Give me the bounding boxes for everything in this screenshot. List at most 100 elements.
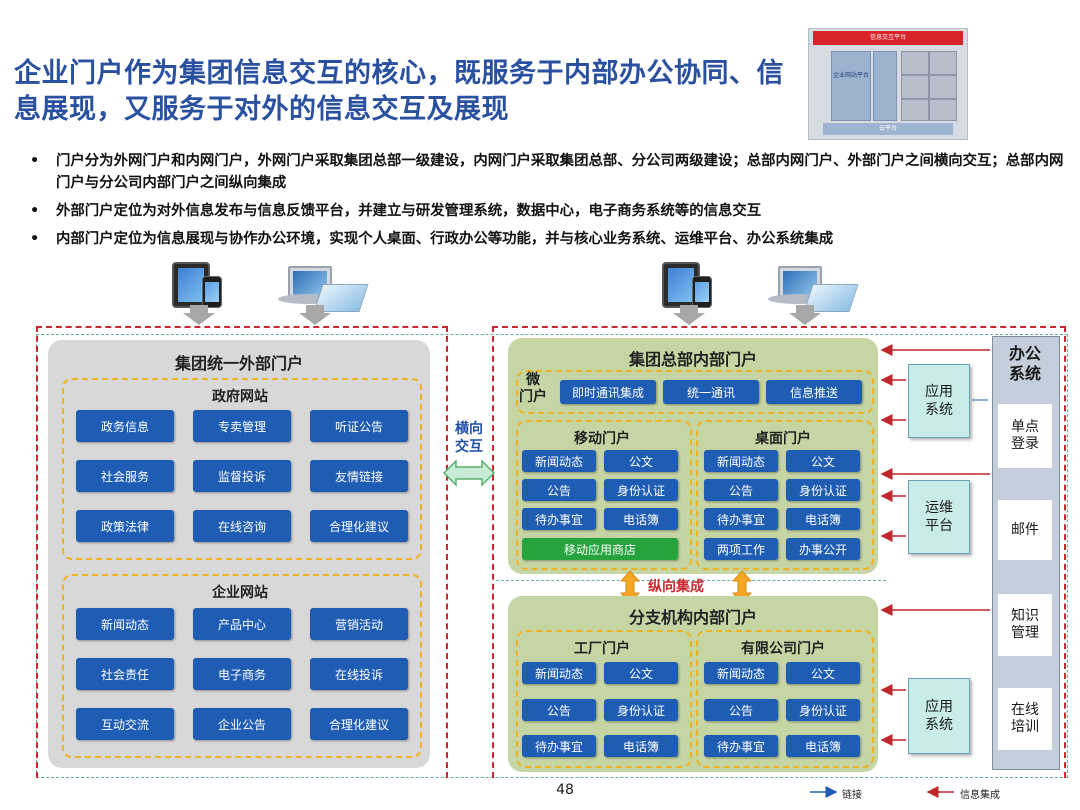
corp-site-box (62, 574, 422, 758)
mobile-item-button[interactable]: 身份认证 (604, 479, 678, 501)
desktop-item-button[interactable]: 公文 (786, 450, 860, 472)
factory-item-button[interactable]: 待办事宜 (522, 735, 596, 757)
corp-item-button[interactable]: 合理化建议 (310, 708, 408, 740)
desktop-item-button[interactable]: 新闻动态 (704, 450, 778, 472)
micro-item-button[interactable]: 即时通讯集成 (560, 380, 656, 404)
desktop-portal-title: 桌面门户 (755, 431, 811, 447)
corp-item-button[interactable]: 产品中心 (193, 608, 291, 640)
corp-item-button[interactable]: 企业公告 (193, 708, 291, 740)
gov-item-button[interactable]: 监督投诉 (193, 460, 291, 492)
app-system-box[interactable]: 应用 系统 (908, 678, 970, 754)
down-arrow-icon (190, 305, 208, 313)
bullet-list: 门户分为外网门户和内网门户，外网门户采取集团总部一级建设，内网门户采取集团总部、… (30, 150, 1070, 256)
internal-zone-frame (492, 326, 1066, 778)
gov-item-button[interactable]: 在线咨询 (193, 510, 291, 542)
company-item-button[interactable]: 公文 (786, 662, 860, 684)
micro-item-button[interactable]: 信息推送 (766, 380, 862, 404)
gov-item-button[interactable]: 政务信息 (76, 410, 174, 442)
down-arrow-icon (183, 313, 215, 325)
office-item-knowledge[interactable]: 知识 管理 (998, 594, 1052, 656)
thumbnail-top-bar: 信息交互平台 (813, 31, 963, 45)
gov-site-title: 政府网站 (212, 389, 268, 405)
office-system-title: 办公 系统 (1008, 344, 1041, 383)
gov-item-button[interactable]: 专卖管理 (193, 410, 291, 442)
horizontal-interaction-label: 横向 交互 (455, 421, 483, 455)
mobile-item-button[interactable]: 公文 (604, 450, 678, 472)
mobile-app-store-button[interactable]: 移动应用商店 (522, 538, 678, 560)
desktop-item-button[interactable]: 两项工作 (704, 538, 778, 560)
external-portal-title: 集团统一外部门户 (174, 354, 303, 373)
thumbnail-cube (901, 75, 929, 99)
company-item-button[interactable]: 新闻动态 (704, 662, 778, 684)
mobile-portal-box (516, 420, 692, 570)
corp-item-button[interactable]: 营销活动 (310, 608, 408, 640)
down-arrow-icon (680, 305, 698, 313)
desktop-item-button[interactable]: 身份认证 (786, 479, 860, 501)
office-item-mail[interactable]: 邮件 (998, 500, 1052, 560)
thumbnail-left-text: 企业网站平台 (832, 72, 869, 79)
corp-item-button[interactable]: 新闻动态 (76, 608, 174, 640)
page-title: 企业门户作为集团信息交互的核心，既服务于内部办公协同、信息展现，又服务于对外的信… (14, 58, 784, 125)
double-arrow-icon (442, 459, 496, 487)
corp-item-button[interactable]: 电子商务 (193, 658, 291, 690)
micro-portal-box (516, 370, 874, 414)
app-system-box[interactable]: 应用 系统 (908, 364, 970, 438)
gov-item-button[interactable]: 社会服务 (76, 460, 174, 492)
page-number: 48 (556, 782, 574, 798)
bullet-item: 内部门户定位为信息展现与协作办公环境，实现个人桌面、行政办公等功能，并与核心业务… (30, 228, 1070, 250)
factory-item-button[interactable]: 新闻动态 (522, 662, 596, 684)
monitor-stand-icon (278, 294, 338, 304)
thumbnail-cube (929, 75, 957, 99)
factory-item-button[interactable]: 电话簿 (604, 735, 678, 757)
corp-item-button[interactable]: 社会责任 (76, 658, 174, 690)
thumbnail-cube (901, 99, 929, 121)
down-arrow-icon (299, 313, 331, 325)
gov-item-button[interactable]: 政策法律 (76, 510, 174, 542)
factory-portal-box (516, 630, 692, 768)
company-item-button[interactable]: 待办事宜 (704, 735, 778, 757)
thumbnail-cube (929, 51, 957, 75)
phone-icon (692, 276, 712, 308)
phone-icon (202, 276, 222, 308)
factory-item-button[interactable]: 身份认证 (604, 699, 678, 721)
bullet-item: 外部门户定位为对外信息发布与信息反馈平台，并建立与研发管理系统，数据中心，电子商… (30, 200, 1070, 222)
corp-item-button[interactable]: 互动交流 (76, 708, 174, 740)
gov-item-button[interactable]: 听证公告 (310, 410, 408, 442)
thumbnail-mid-block (873, 51, 897, 121)
mobile-portal-title: 移动门户 (574, 431, 630, 447)
company-portal-box (696, 630, 874, 768)
external-zone-frame (36, 326, 448, 778)
desktop-item-button[interactable]: 公告 (704, 479, 778, 501)
branch-portal-title: 分支机构内部门户 (628, 608, 757, 627)
micro-portal-label: 微 门户 (519, 372, 547, 405)
desktop-item-button[interactable]: 待办事宜 (704, 508, 778, 530)
office-item-sso[interactable]: 单点 登录 (998, 404, 1052, 468)
desktop-portal-box (696, 420, 874, 570)
micro-item-button[interactable]: 统一通讯 (663, 380, 759, 404)
factory-item-button[interactable]: 公告 (522, 699, 596, 721)
company-item-button[interactable]: 身份认证 (786, 699, 860, 721)
company-item-button[interactable]: 电话簿 (786, 735, 860, 757)
factory-item-button[interactable]: 公文 (604, 662, 678, 684)
mobile-item-button[interactable]: 新闻动态 (522, 450, 596, 472)
mobile-item-button[interactable]: 电话簿 (604, 508, 678, 530)
legend-integration-label: 信息集成 (960, 790, 1000, 801)
down-arrow-icon (673, 313, 705, 325)
gov-item-button[interactable]: 友情链接 (310, 460, 408, 492)
desktop-item-button[interactable]: 电话簿 (786, 508, 860, 530)
ops-platform-box[interactable]: 运维 平台 (908, 480, 970, 554)
down-arrow-icon (796, 305, 814, 313)
factory-portal-title: 工厂门户 (574, 641, 630, 657)
bullet-item: 门户分为外网门户和内网门户，外网门户采取集团总部一级建设，内网门户采取集团总部、… (30, 150, 1070, 194)
office-item-training[interactable]: 在线 培训 (998, 688, 1052, 750)
company-item-button[interactable]: 公告 (704, 699, 778, 721)
mobile-item-button[interactable]: 待办事宜 (522, 508, 596, 530)
mobile-item-button[interactable]: 公告 (522, 479, 596, 501)
desktop-item-button[interactable]: 办事公开 (786, 538, 860, 560)
gov-item-button[interactable]: 合理化建议 (310, 510, 408, 542)
divider-line (496, 580, 886, 581)
corp-item-button[interactable]: 在线投诉 (310, 658, 408, 690)
gov-site-box (62, 378, 422, 560)
vertical-integration-label: 纵向集成 (648, 579, 704, 595)
thumbnail-cube (901, 51, 929, 75)
